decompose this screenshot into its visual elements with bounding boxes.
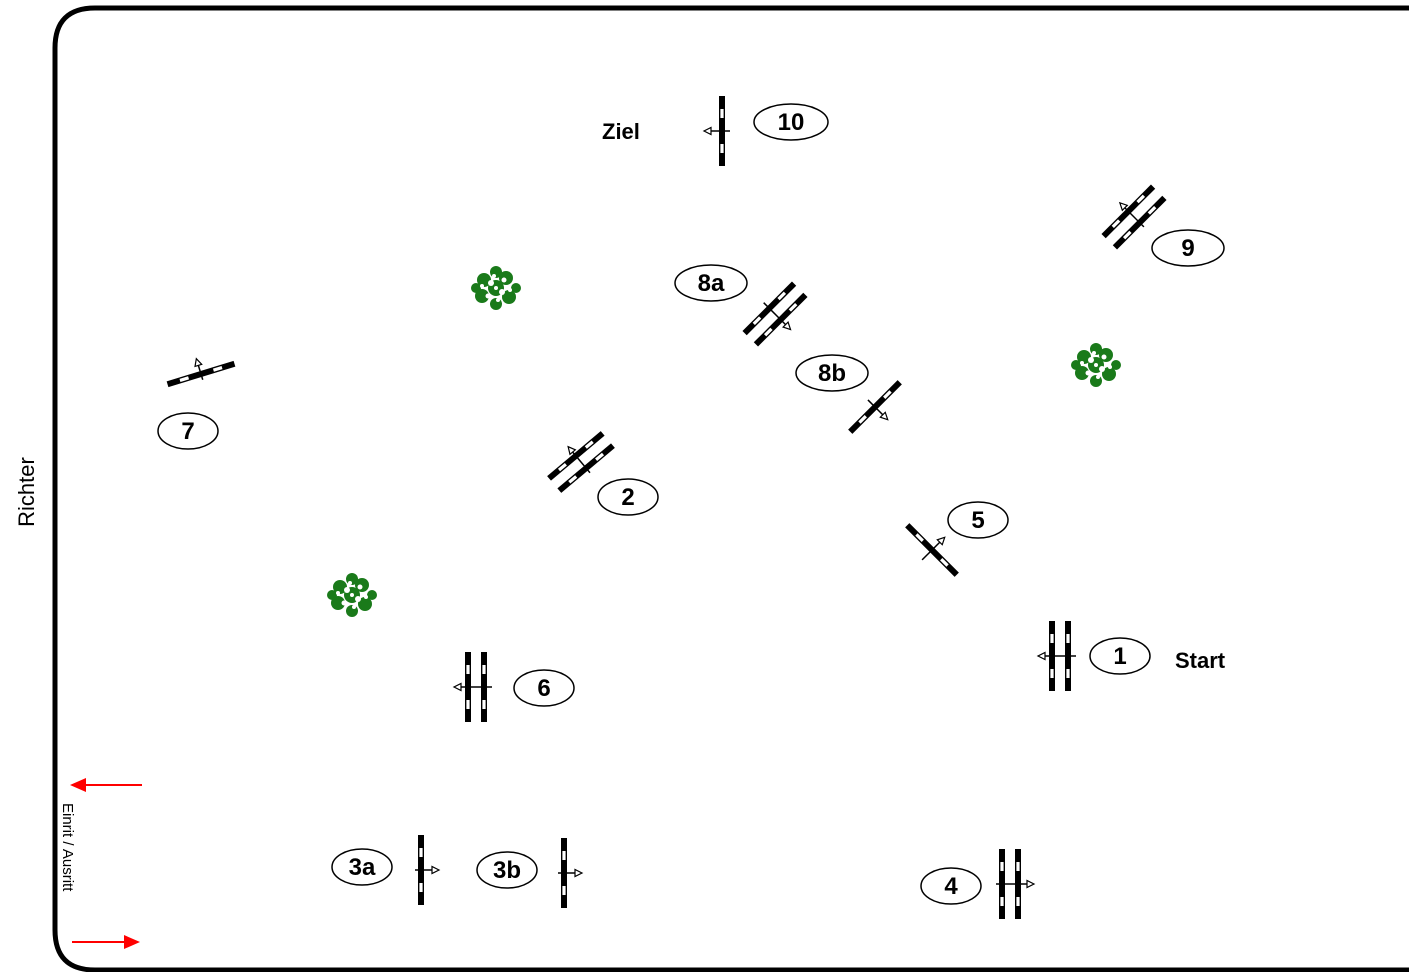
obstacle-1 [1037,621,1076,691]
svg-text:2: 2 [621,484,634,511]
obstacle-8a-number: 8a [674,264,748,302]
obstacle-9-number: 9 [1151,229,1225,267]
svg-text:9: 9 [1181,235,1194,262]
arena-border [52,5,1409,972]
tree-top-left [471,266,521,310]
svg-text:8b: 8b [818,360,846,387]
start-label: Start [1175,648,1226,673]
obstacle-10-number: 10 [753,103,829,141]
obstacle-1-number: 1 [1089,637,1151,675]
svg-text:6: 6 [537,675,550,702]
obstacle-3a-number: 3a [331,848,393,886]
obstacle-8b [848,380,902,434]
svg-text:10: 10 [778,109,805,136]
obstacle-4-number: 4 [920,867,982,905]
obstacle-7-number: 7 [157,412,219,450]
svg-text:3a: 3a [349,854,376,881]
obstacle-10 [703,96,730,166]
obstacle-9 [1101,184,1167,250]
obstacle-2-number: 2 [597,478,659,516]
entry-exit-marker: Einrit / Ausritt [59,778,142,949]
svg-text:4: 4 [944,873,958,900]
svg-text:1: 1 [1113,643,1126,670]
obstacle-3a [415,835,440,905]
tree-bottom-left [327,573,377,617]
tree-right [1071,343,1121,387]
svg-text:7: 7 [181,418,194,445]
obstacle-7 [166,357,236,388]
svg-text:8a: 8a [698,270,725,297]
obstacle-8a [742,281,808,347]
obstacle-8b-number: 8b [795,354,869,392]
svg-text:3b: 3b [493,857,521,884]
obstacle-6 [453,652,492,722]
obstacle-3b-number: 3b [476,851,538,889]
obstacle-3b [558,838,583,908]
svg-text:5: 5 [971,507,984,534]
judge-label: Richter [14,457,39,527]
obstacle-4 [996,849,1035,919]
obstacle-5 [905,523,959,577]
entry-exit-label: Einrit / Ausritt [59,803,76,892]
obstacle-2 [547,431,615,493]
obstacle-5-number: 5 [947,501,1009,539]
finish-label: Ziel [602,119,640,144]
obstacle-6-number: 6 [513,669,575,707]
